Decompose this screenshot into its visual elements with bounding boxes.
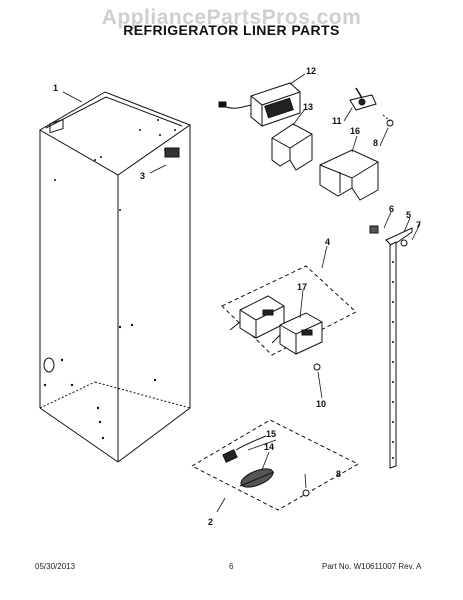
callout-15: 15 [266, 429, 276, 439]
footer-date: 05/30/2013 [35, 562, 76, 571]
watermark: AppliancePartsPros.com [101, 6, 362, 29]
screw-part10 [313, 363, 321, 371]
assembly-part2 [190, 419, 360, 511]
callout-7: 7 [416, 220, 421, 230]
clip-part11 [349, 87, 377, 111]
callout-12: 12 [306, 66, 316, 76]
page-title: REFRIGERATOR LINER PARTS [123, 22, 340, 38]
callout-2: 2 [208, 517, 213, 527]
callout-5: 5 [406, 210, 411, 220]
callout-3: 3 [140, 171, 145, 181]
module-part12 [218, 82, 301, 127]
callout-16: 16 [350, 126, 360, 136]
callouts: 1 2 3 4 5 6 7 8 8 10 11 12 13 14 15 16 1… [53, 66, 421, 527]
screw-part8-bottom [302, 489, 310, 497]
assembly-part4 [221, 265, 357, 371]
footer-part-number: Part No. W10611007 Rev. A [322, 562, 422, 571]
callout-8-top: 8 [373, 138, 378, 148]
callout-10: 10 [316, 399, 326, 409]
footer-page-number: 6 [229, 562, 234, 571]
callout-14: 14 [264, 442, 274, 452]
callout-1: 1 [53, 83, 58, 93]
insulator-part16 [319, 149, 379, 201]
callout-11: 11 [332, 116, 342, 126]
screw-part8-top [382, 114, 394, 127]
callout-6: 6 [389, 204, 394, 214]
clip-part6 [369, 225, 379, 234]
screw-part7 [400, 239, 408, 247]
insulator-part13 [271, 123, 313, 171]
callout-4: 4 [325, 237, 330, 247]
rail-part5 [369, 225, 413, 469]
liner-bracket-part3 [164, 147, 180, 158]
liner-cabinet [39, 91, 192, 463]
callout-17: 17 [297, 282, 307, 292]
callout-8-bottom: 8 [336, 469, 341, 479]
callout-13: 13 [303, 102, 313, 112]
leader-lines [62, 73, 421, 513]
